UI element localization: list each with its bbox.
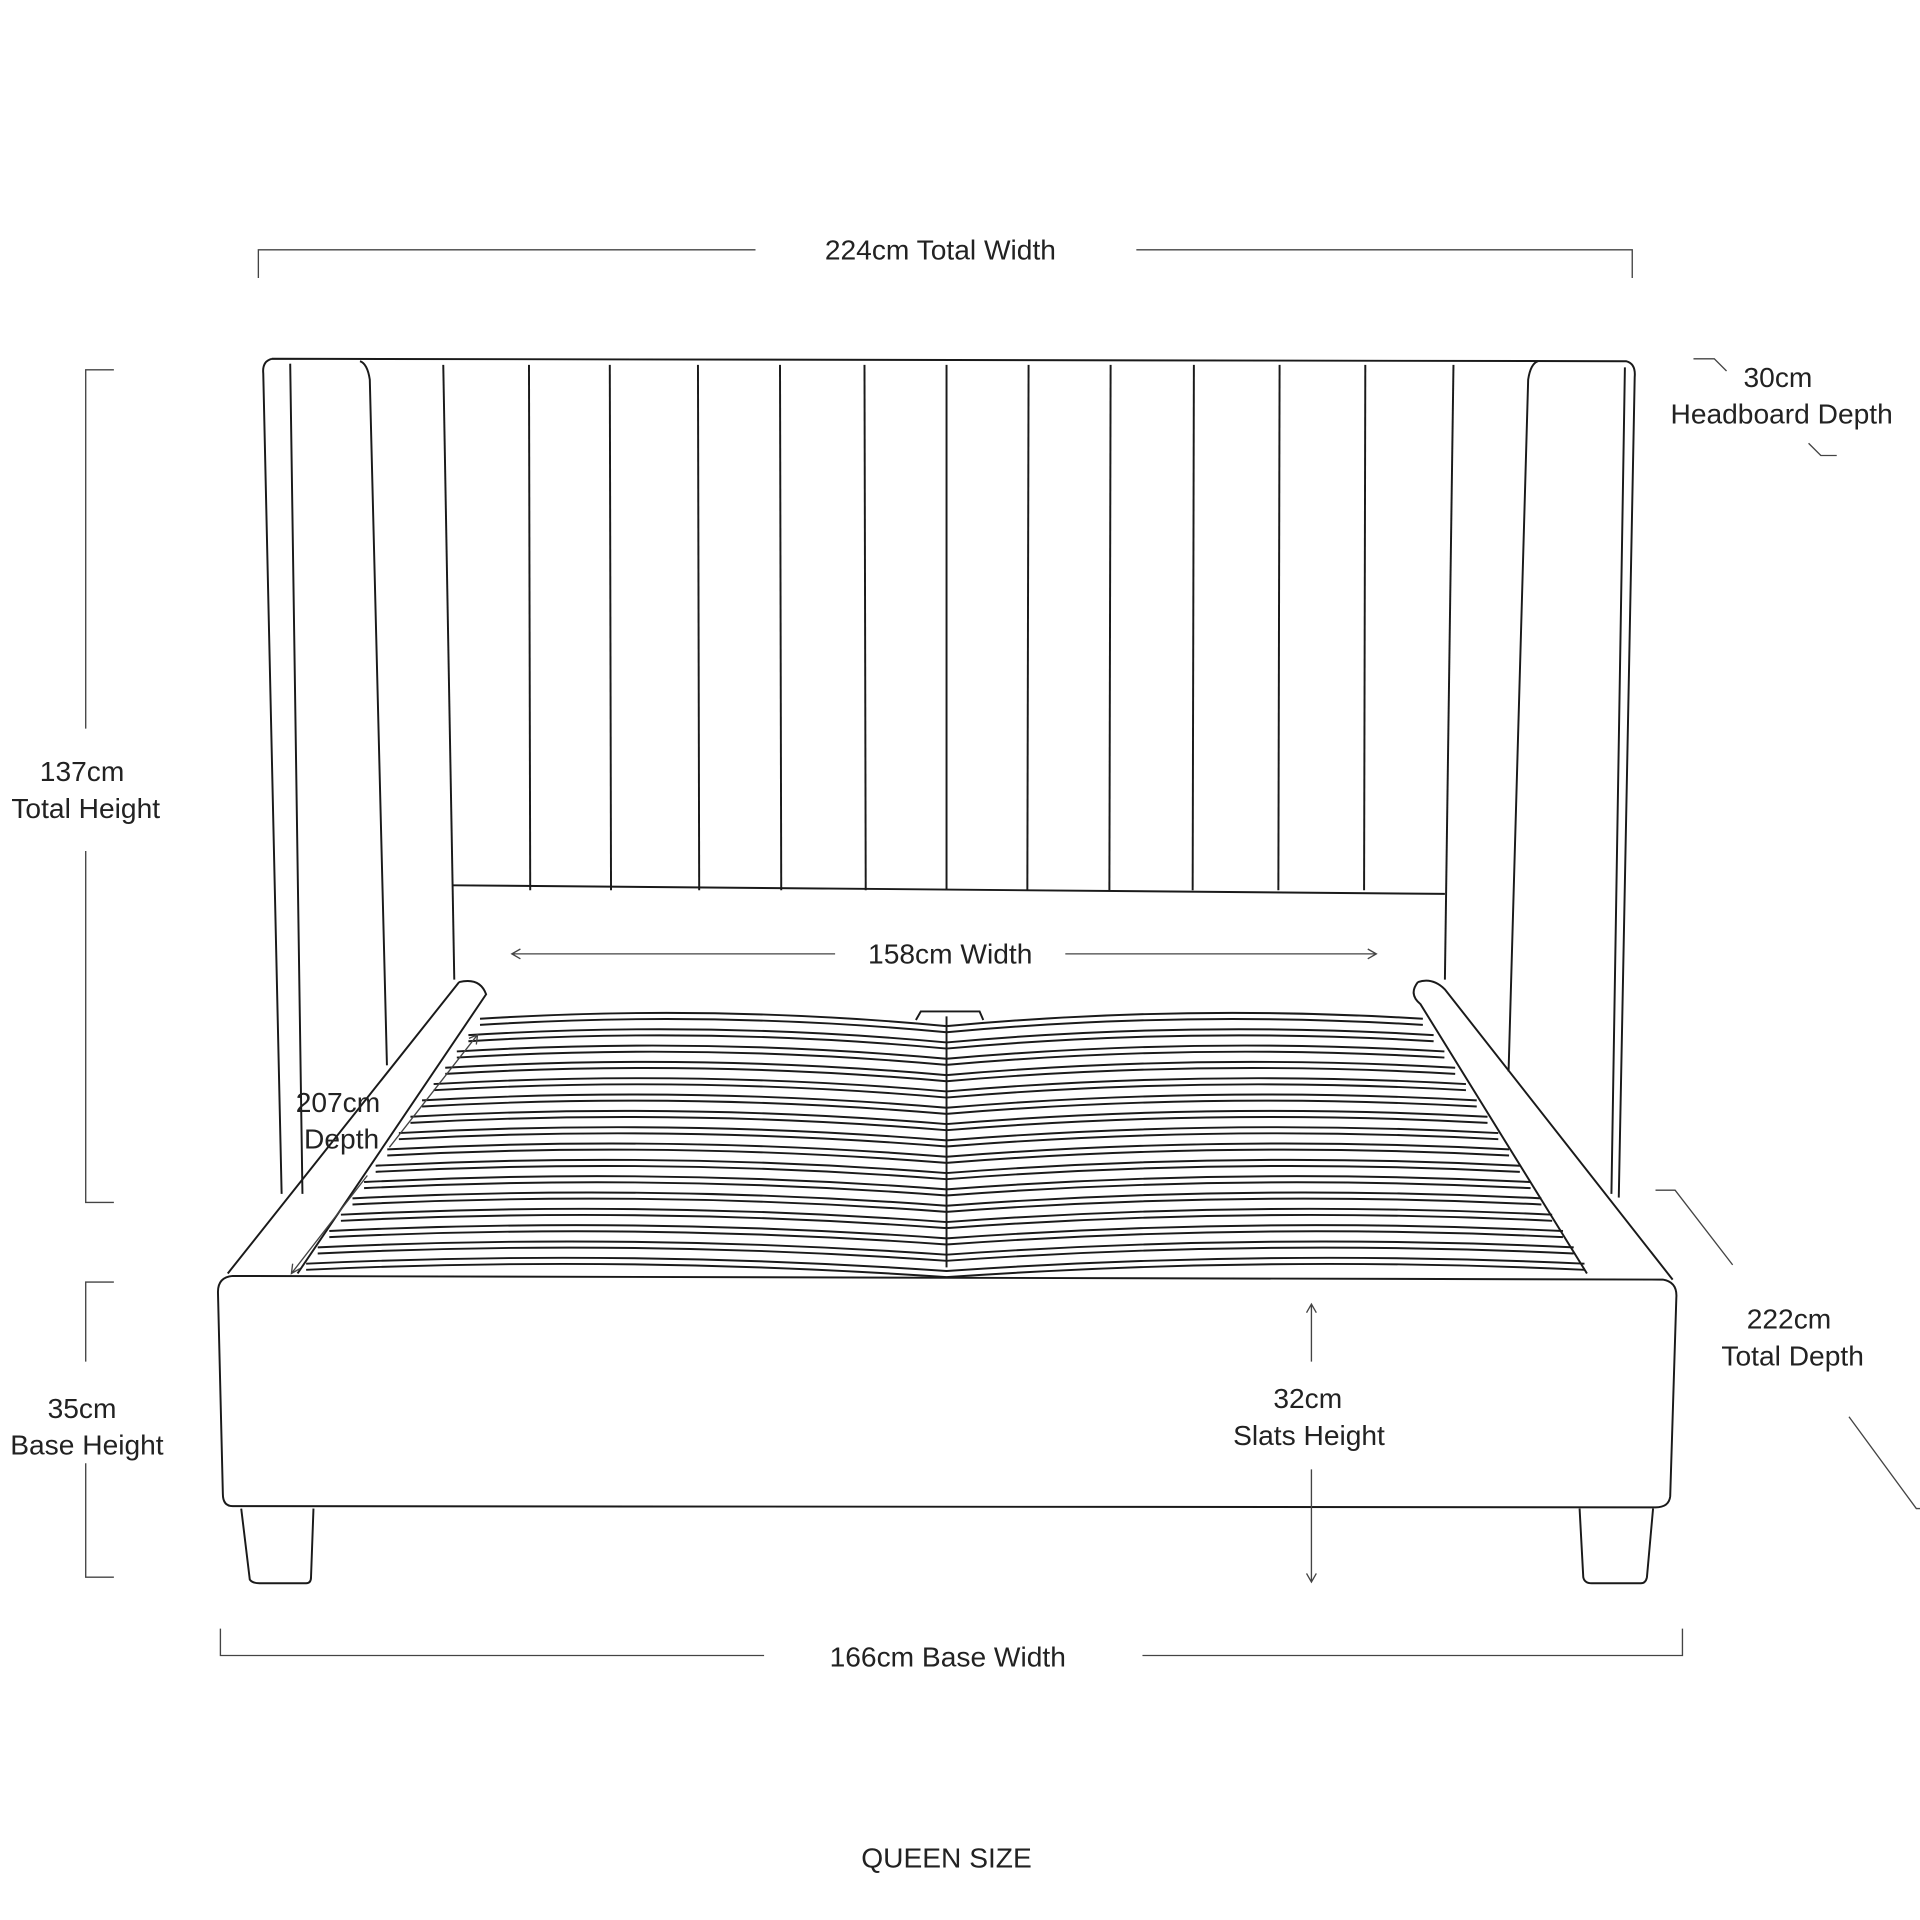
bed-base [216,1274,1678,1509]
headboard-channel-line [1026,364,1030,891]
base-width-label: 166cm Base Width [830,1642,1066,1673]
depth-value: 207cm [296,1087,381,1118]
headboard-channel-line [1443,364,1455,980]
total-height-value: 137cm [40,756,125,787]
leg-left [240,1508,315,1585]
base-height-line [85,1281,114,1578]
total-depth-label: Total Depth [1721,1340,1863,1371]
headboard-channel-line [1108,364,1112,891]
total-depth-line [1655,1189,1920,1510]
slats [306,1011,1585,1279]
total-height-line [85,369,114,1204]
headboard-channel-line [696,364,701,891]
total-width-label: 224cm Total Width [825,235,1056,266]
side-rails [226,979,1674,1281]
headboard [262,357,1636,1198]
headboard-channel-line [359,360,388,1066]
headboard-channel-line [608,364,612,891]
headboard-channel-line [863,364,867,891]
slats-height-arrow [1305,1302,1317,1584]
total-width-line [257,249,1633,278]
headboard-channel-line [442,364,456,980]
depth-arrow [290,1033,479,1275]
headboard-channel-line [779,364,783,891]
inner-width-label: 158cm Width [868,939,1032,970]
headboard-depth-value: 30cm [1744,362,1813,393]
headboard-channel-line [528,364,532,891]
headboard-channel-line [1363,364,1367,891]
slats-height-label: Slats Height [1233,1420,1385,1451]
base-width-line [219,1628,1684,1657]
headboard-channel-line [1277,364,1281,891]
slat-bracket [915,1010,985,1021]
size-caption: QUEEN SIZE [861,1842,1032,1873]
headboard-channel-line [1191,364,1195,891]
headboard-depth-label: Headboard Depth [1670,399,1892,430]
headboard-channel-line [1507,360,1539,1072]
leg-right [1578,1508,1655,1585]
total-height-label: Total Height [11,793,160,824]
depth-label: Depth [304,1124,379,1155]
base-height-label: Base Height [10,1430,164,1461]
base-height-value: 35cm [48,1393,117,1424]
total-depth-value: 222cm [1747,1304,1832,1335]
slat [306,1256,1585,1273]
inner-width-arrow [510,948,1378,960]
slats-height-value: 32cm [1273,1383,1342,1414]
headboard-depth-line [1693,358,1837,457]
